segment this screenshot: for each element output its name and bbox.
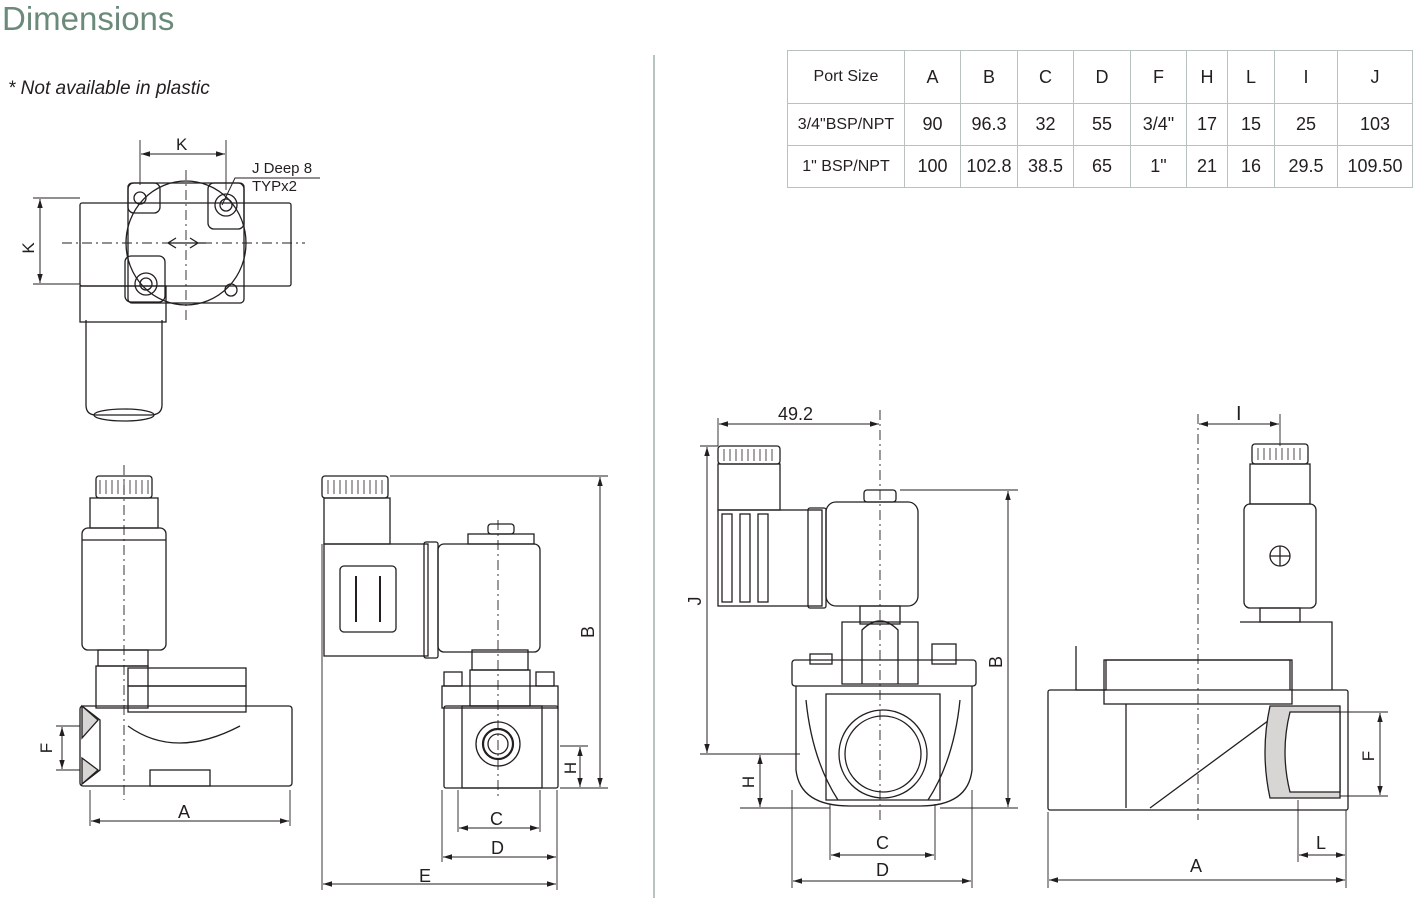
table-row: 3/4"BSP/NPT 90 96.3 32 55 3/4" 17 15 25 … [787, 103, 1413, 146]
side-small-b-label: B [578, 626, 598, 638]
table-cell: 21 [1186, 145, 1228, 188]
top-k-height-label: K [19, 242, 38, 254]
metal-side-d-label: D [876, 860, 889, 880]
page-title: Dimensions [2, 0, 175, 37]
header-h: H [1186, 50, 1228, 104]
table-cell: 55 [1073, 103, 1131, 146]
metal-side-offset-label: 49.2 [778, 404, 813, 424]
dimensions-table: Port Size A B C D F H L I J 3/4"BSP/NPT … [787, 50, 1413, 188]
header-i: I [1274, 50, 1338, 104]
side-small-e-label: E [419, 866, 431, 886]
table-cell: 29.5 [1274, 145, 1338, 188]
table-cell: 100 [904, 145, 961, 188]
table-cell: 1" BSP/NPT [787, 145, 905, 188]
table-cell: 3/4"BSP/NPT [787, 103, 905, 146]
metal-front-view [1047, 414, 1388, 888]
section-divider [653, 55, 655, 898]
metal-front-i-label: I [1236, 403, 1242, 425]
metal-side-view [700, 410, 1018, 888]
table-cell: 102.8 [960, 145, 1018, 188]
table-cell: 38.5 [1017, 145, 1074, 188]
top-k-width-label: K [176, 135, 188, 154]
metal-side-b-label: B [986, 656, 1006, 668]
side-small-c-label: C [490, 809, 503, 829]
metal-front-f-label: F [1359, 751, 1378, 761]
metal-front-a-label: A [1190, 856, 1202, 876]
side-small-h-label: H [561, 762, 580, 774]
header-b: B [960, 50, 1018, 104]
header-f: F [1130, 50, 1187, 104]
table-cell: 109.50 [1337, 145, 1413, 188]
side-small-d-label: D [491, 838, 504, 858]
metal-front-l-label: L [1316, 833, 1326, 853]
table-cell: 3/4" [1130, 103, 1187, 146]
header-c: C [1017, 50, 1074, 104]
table-cell: 103 [1337, 103, 1413, 146]
hole-count-label: TYPx2 [252, 178, 297, 195]
availability-note: * Not available in plastic [8, 78, 210, 99]
header-port-size: Port Size [787, 50, 905, 104]
header-j: J [1337, 50, 1413, 104]
table-cell: 17 [1186, 103, 1228, 146]
table-cell: 16 [1227, 145, 1275, 188]
top-view [33, 140, 320, 422]
front-view-small [56, 465, 293, 826]
metal-side-h-label: H [739, 776, 758, 788]
front-small-a-label: A [178, 802, 190, 822]
side-view-small [321, 475, 608, 890]
front-small-f-label: F [37, 743, 56, 753]
table-header-row: Port Size A B C D F H L I J [787, 50, 1413, 104]
hole-depth-label: J Deep 8 [252, 160, 312, 177]
metal-side-j-label: J [685, 597, 705, 606]
table-cell: 96.3 [960, 103, 1018, 146]
metal-side-c-label: C [876, 833, 889, 853]
table-row: 1" BSP/NPT 100 102.8 38.5 65 1" 21 16 29… [787, 145, 1413, 188]
